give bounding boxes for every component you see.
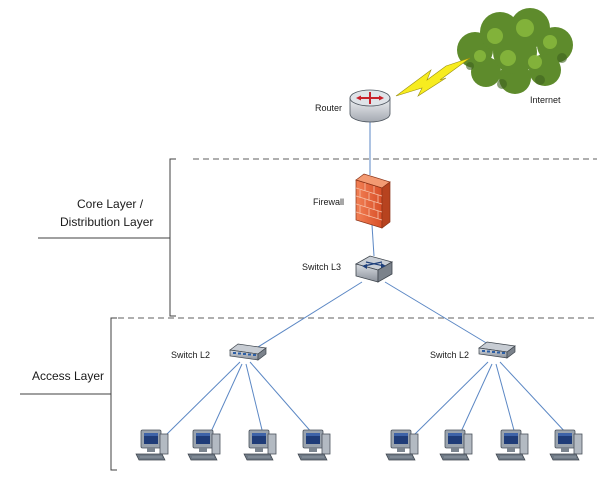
workstation-computer-icon — [385, 429, 419, 461]
workstation-computer-icon — [187, 429, 221, 461]
workstation-computer-icon — [297, 429, 331, 461]
workstation-computer-icon — [243, 429, 277, 461]
workstation-computer-icon — [439, 429, 473, 461]
network-links — [164, 120, 568, 437]
right-workstations — [385, 429, 583, 461]
core-layer-label-line1: Core Layer / — [77, 197, 144, 211]
access-layer-bracket — [20, 317, 117, 471]
router-icon — [349, 89, 391, 123]
internet-label: Internet — [530, 95, 561, 105]
internet-cloud-icon — [457, 8, 573, 94]
layer2-switch-right-icon — [478, 341, 516, 359]
access-layer-label: Access Layer — [32, 369, 105, 383]
workstation-computer-icon — [549, 429, 583, 461]
firewall-brick-icon — [355, 173, 391, 229]
layer3-switch-icon — [354, 255, 394, 283]
core-layer-label-line2: Distribution Layer — [60, 215, 154, 229]
firewall-label: Firewall — [313, 197, 345, 207]
core-layer-bracket — [38, 158, 176, 317]
workstation-computer-icon — [495, 429, 529, 461]
router-label: Router — [315, 103, 343, 113]
switch-l3-label: Switch L3 — [302, 262, 342, 272]
workstation-computer-icon — [135, 429, 169, 461]
left-workstations — [135, 429, 331, 461]
lightning-bolt-icon — [395, 57, 471, 97]
switch-l2-left-label: Switch L2 — [171, 350, 211, 360]
layer2-switch-left-icon — [229, 343, 267, 361]
switch-l2-right-label: Switch L2 — [430, 350, 470, 360]
